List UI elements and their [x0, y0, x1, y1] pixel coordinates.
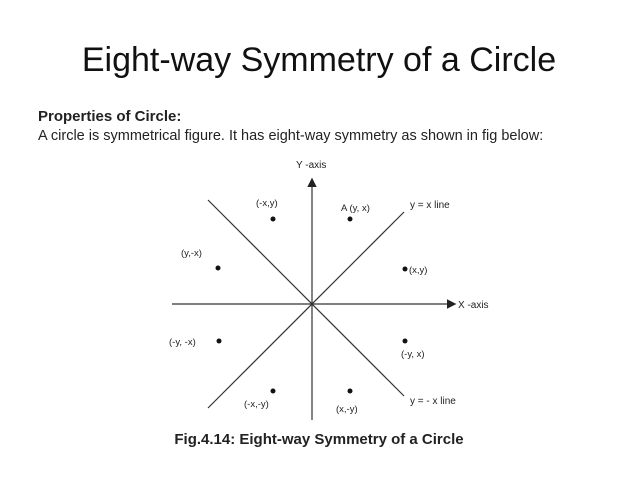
point-label: (y,-x) [181, 248, 202, 259]
point-label: A (y, x) [341, 203, 370, 214]
point-upper-left: (y,-x) [181, 248, 221, 271]
y-equals-neg-x-line [207, 199, 405, 397]
point-label: (-x,y) [256, 198, 278, 209]
point-dot [347, 216, 353, 222]
point-lower-left: (-y, -x) [169, 337, 222, 348]
point-label: (x,-y) [336, 404, 358, 415]
point-dot [216, 338, 222, 344]
point-label: (-x,-y) [244, 399, 269, 410]
section-heading: Properties of Circle: [38, 108, 182, 125]
point-bottom-right: (x,-y) [336, 388, 358, 415]
x-axis-label: X -axis [458, 300, 489, 311]
point-label: (-y, x) [401, 349, 425, 360]
point-top-left: (-x,y) [256, 198, 278, 222]
point-dot [402, 338, 408, 344]
point-label: (-y, -x) [169, 337, 196, 348]
point-dot [215, 265, 221, 271]
point-dot [402, 266, 408, 272]
point-label: (x,y) [409, 265, 427, 276]
point-top-right: A (y, x) [341, 203, 370, 222]
point-dot [270, 216, 276, 222]
point-bottom-left: (-x,-y) [244, 388, 276, 410]
figure-caption: Fig.4.14: Eight-way Symmetry of a Circle [174, 431, 464, 448]
slide-title: Eight-way Symmetry of a Circle [81, 41, 557, 79]
line-y-eq-neg-x-label: y = - x line [410, 396, 456, 407]
point-dot [270, 388, 276, 394]
point-dot [347, 388, 353, 394]
line-y-eq-x-label: y = x line [410, 200, 450, 211]
point-lower-right: (-y, x) [401, 338, 425, 360]
y-axis-label: Y -axis [296, 160, 326, 171]
y-equals-x-line [207, 211, 405, 409]
section-text: A circle is symmetrical figure. It has e… [38, 128, 544, 144]
point-upper-right: (x,y) [402, 265, 427, 276]
